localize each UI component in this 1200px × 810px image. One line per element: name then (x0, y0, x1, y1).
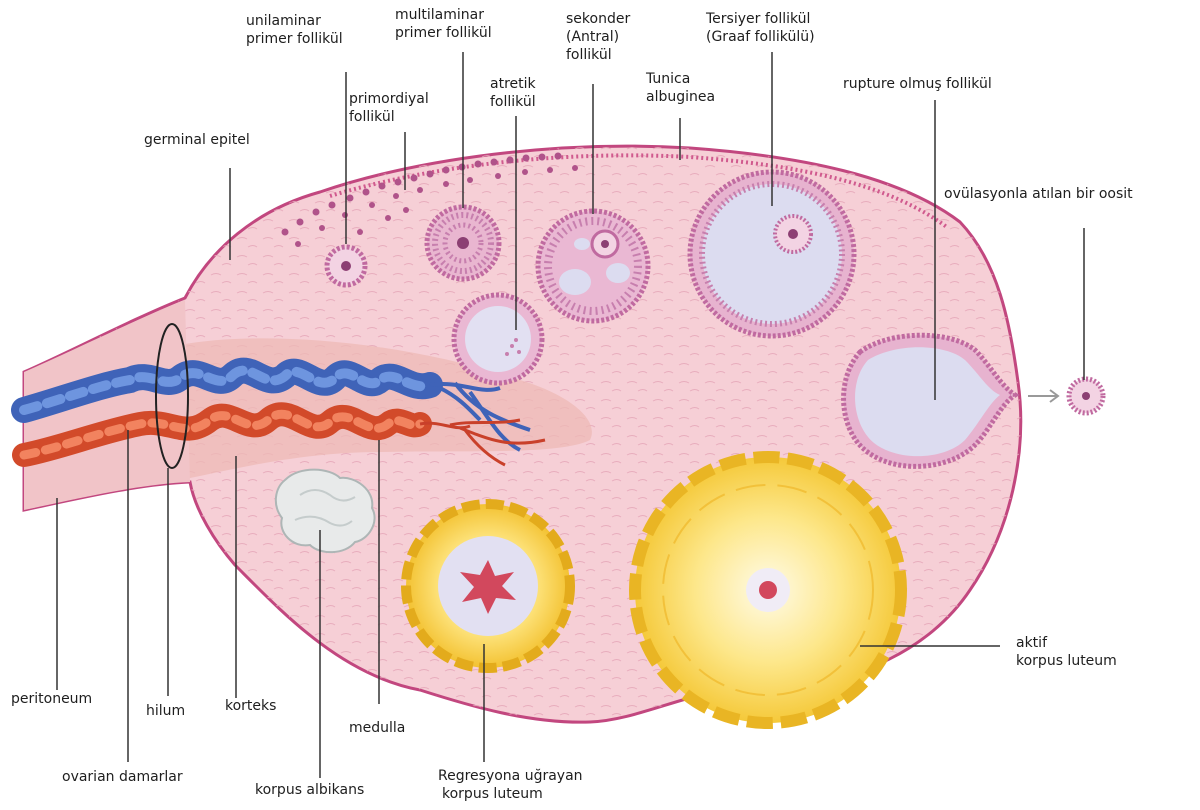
label-hilum: hilum (146, 702, 185, 720)
label-ruptured-follicle: rupture olmuş follikül (843, 75, 992, 93)
label-cortex: korteks (225, 697, 276, 715)
label-primordial-follicle: primordiyal follikül (349, 90, 429, 126)
label-ovarian-vessels: ovarian damarlar (62, 768, 183, 786)
ovulated-oocyte (1069, 379, 1103, 413)
label-peritoneum: peritoneum (11, 690, 92, 708)
label-corpus-albicans: korpus albikans (255, 781, 364, 799)
label-secondary-follicle: sekonder (Antral) follikül (566, 10, 630, 64)
ovulation-arrow (1028, 390, 1058, 402)
regressing-corpus-luteum (406, 504, 570, 668)
unilaminar-follicle (327, 247, 365, 285)
label-active-corpus-luteum: aktif korpus luteum (1016, 634, 1117, 670)
label-ovulated-oocyte: ovülasyonla atılan bir oosit (944, 185, 1133, 203)
label-tertiary-follicle: Tersiyer follikül (Graaf follikülü) (706, 10, 815, 46)
multilaminar-follicle (427, 207, 499, 279)
secondary-follicle (538, 211, 648, 321)
corpus-albicans (276, 470, 375, 553)
label-medulla: medulla (349, 719, 405, 737)
label-germinal-epithelium: germinal epitel (144, 131, 250, 149)
label-atretic-follicle: atretik follikül (490, 75, 536, 111)
label-unilaminar-primary-follicle: unilaminar primer follikül (246, 12, 343, 48)
active-corpus-luteum (635, 457, 901, 723)
label-multilaminar-primary-follicle: multilaminar primer follikül (395, 6, 492, 42)
label-regressing-corpus-luteum: Regresyona uğrayan korpus luteum (438, 767, 583, 803)
label-tunica-albuginea: Tunica albuginea (646, 70, 715, 106)
atretic-follicle (454, 295, 542, 383)
